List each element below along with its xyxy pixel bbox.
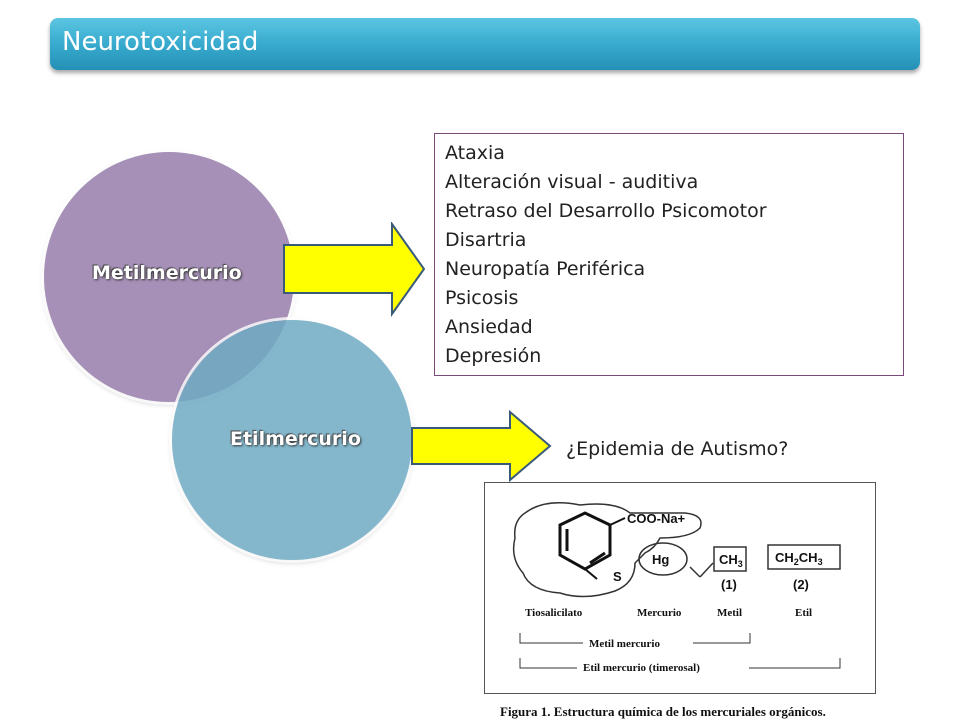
symptoms-list: Ataxia Alteración visual - auditiva Retr… (435, 134, 903, 371)
metil-label: Metil (717, 607, 742, 619)
chemical-structure-figure: COO-Na+ S Hg CH3 (1) CH2CH3 (2) Tiosalic… (484, 482, 876, 694)
num2-label: (2) (793, 577, 809, 592)
symptoms-box: Ataxia Alteración visual - auditiva Retr… (434, 133, 904, 376)
metil-mercurio-bracket-label: Metil mercurio (589, 638, 660, 650)
etil-label: Etil (795, 607, 812, 619)
symptom-item: Ansiedad (445, 316, 533, 338)
mercurio-label: Mercurio (637, 607, 682, 619)
etilmercurio-label: Etilmercurio (230, 428, 361, 450)
symptom-item: Depresión (445, 345, 542, 367)
arrow-right-icon (411, 410, 552, 482)
symptom-item: Psicosis (445, 287, 519, 309)
tiosalicilato-label: Tiosalicilato (525, 607, 583, 619)
sulfur-label: S (613, 569, 622, 584)
figure-caption: Figura 1. Estructura química de los merc… (500, 704, 826, 719)
ch2ch3-label: CH2CH3 (775, 550, 823, 567)
symptom-item: Ataxia (445, 142, 505, 164)
etil-mercurio-bracket-label: Etil mercurio (timerosal) (583, 662, 700, 674)
autism-question: ¿Epidemia de Autismo? (566, 438, 789, 460)
chemical-structure-diagram: COO-Na+ S Hg CH3 (1) CH2CH3 (2) Tiosalic… (512, 502, 841, 674)
etilmercurio-circle (172, 320, 412, 560)
metilmercurio-label: Metilmercurio (92, 262, 242, 284)
coo-label: COO-Na+ (627, 511, 686, 526)
symptom-item: Neuropatía Periférica (445, 258, 646, 280)
ch3-label: CH3 (719, 552, 743, 569)
arrow-right-icon (283, 222, 426, 318)
symptom-item: Retraso del Desarrollo Psicomotor (445, 200, 767, 222)
num1-label: (1) (721, 577, 737, 592)
hg-label: Hg (652, 552, 669, 567)
symptom-item: Alteración visual - auditiva (445, 171, 699, 193)
slide-title: Neurotoxicidad (62, 27, 259, 57)
symptom-item: Disartria (445, 229, 527, 251)
title-bar: Neurotoxicidad (50, 18, 920, 70)
